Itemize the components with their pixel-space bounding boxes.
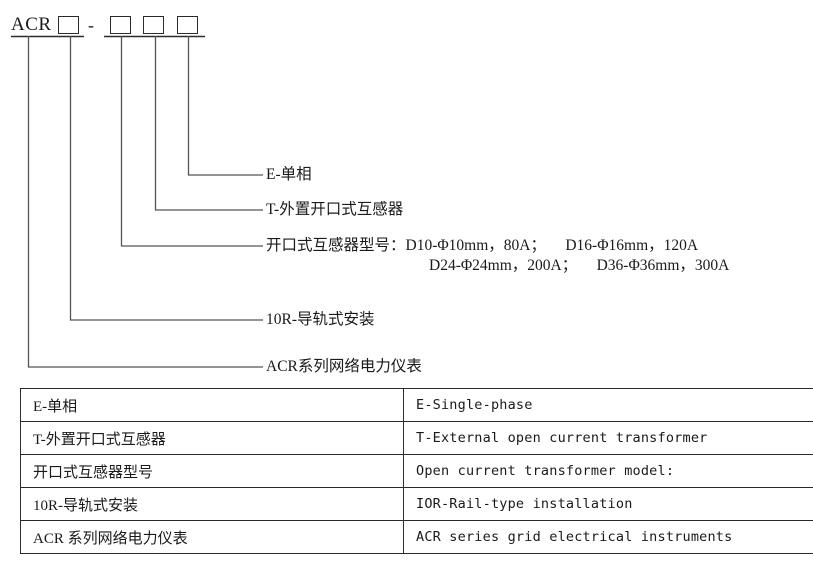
model-code-separator: - [88, 15, 94, 35]
model-code-box-2[interactable] [110, 16, 131, 34]
table-row: 10R-导轨式安装 IOR-Rail-type installation [20, 487, 813, 521]
leader-label-rail-install: 10R-导轨式安装 [266, 311, 375, 328]
legend-cell-en: Open current transformer model: [403, 454, 813, 488]
legend-cell-en: IOR-Rail-type installation [403, 487, 813, 521]
legend-cell-cn: ACR 系列网络电力仪表 [20, 520, 404, 554]
legend-table: E-单相 E-Single-phase T-外置开口式互感器 T-Externa… [20, 388, 813, 554]
table-row: ACR 系列网络电力仪表 ACR series grid electrical … [20, 520, 813, 554]
legend-table-body: E-单相 E-Single-phase T-外置开口式互感器 T-Externa… [20, 388, 813, 554]
leader-path-ct-model [120, 36, 263, 247]
model-code-box-1[interactable] [58, 16, 79, 34]
legend-cell-cn: 开口式互感器型号 [20, 454, 404, 488]
legend-cell-cn: T-外置开口式互感器 [20, 421, 404, 455]
legend-cell-en: ACR series grid electrical instruments [403, 520, 813, 554]
table-row: T-外置开口式互感器 T-External open current trans… [20, 421, 813, 455]
legend-cell-en: E-Single-phase [403, 388, 813, 422]
leader-path-rail-install [69, 36, 263, 321]
leader-path-single-phase [187, 36, 263, 176]
legend-cell-cn: E-单相 [20, 388, 404, 422]
leader-path-external-ct [154, 36, 263, 211]
leader-label-ct-model: 开口式互感器型号：D10-Φ10mm，80A； D16-Φ16mm，120A [266, 237, 699, 254]
table-row: E-单相 E-Single-phase [20, 388, 813, 422]
model-code-prefix: ACR [11, 14, 52, 35]
model-code-box-3[interactable] [143, 16, 164, 34]
model-code-box-4[interactable] [177, 16, 198, 34]
leader-label-acr-series: ACR系列网络电力仪表 [266, 358, 422, 375]
leader-label-external-ct: T-外置开口式互感器 [266, 201, 404, 218]
model-code-row: ACR - [0, 14, 813, 44]
legend-cell-cn: 10R-导轨式安装 [20, 487, 404, 521]
leader-path-acr-series [27, 36, 263, 368]
legend-cell-en: T-External open current transformer [403, 421, 813, 455]
leader-label-ct-model-line2: D24-Φ24mm，200A； D36-Φ36mm，300A [429, 257, 730, 274]
leader-label-single-phase: E-单相 [266, 166, 312, 183]
table-row: 开口式互感器型号 Open current transformer model: [20, 454, 813, 488]
